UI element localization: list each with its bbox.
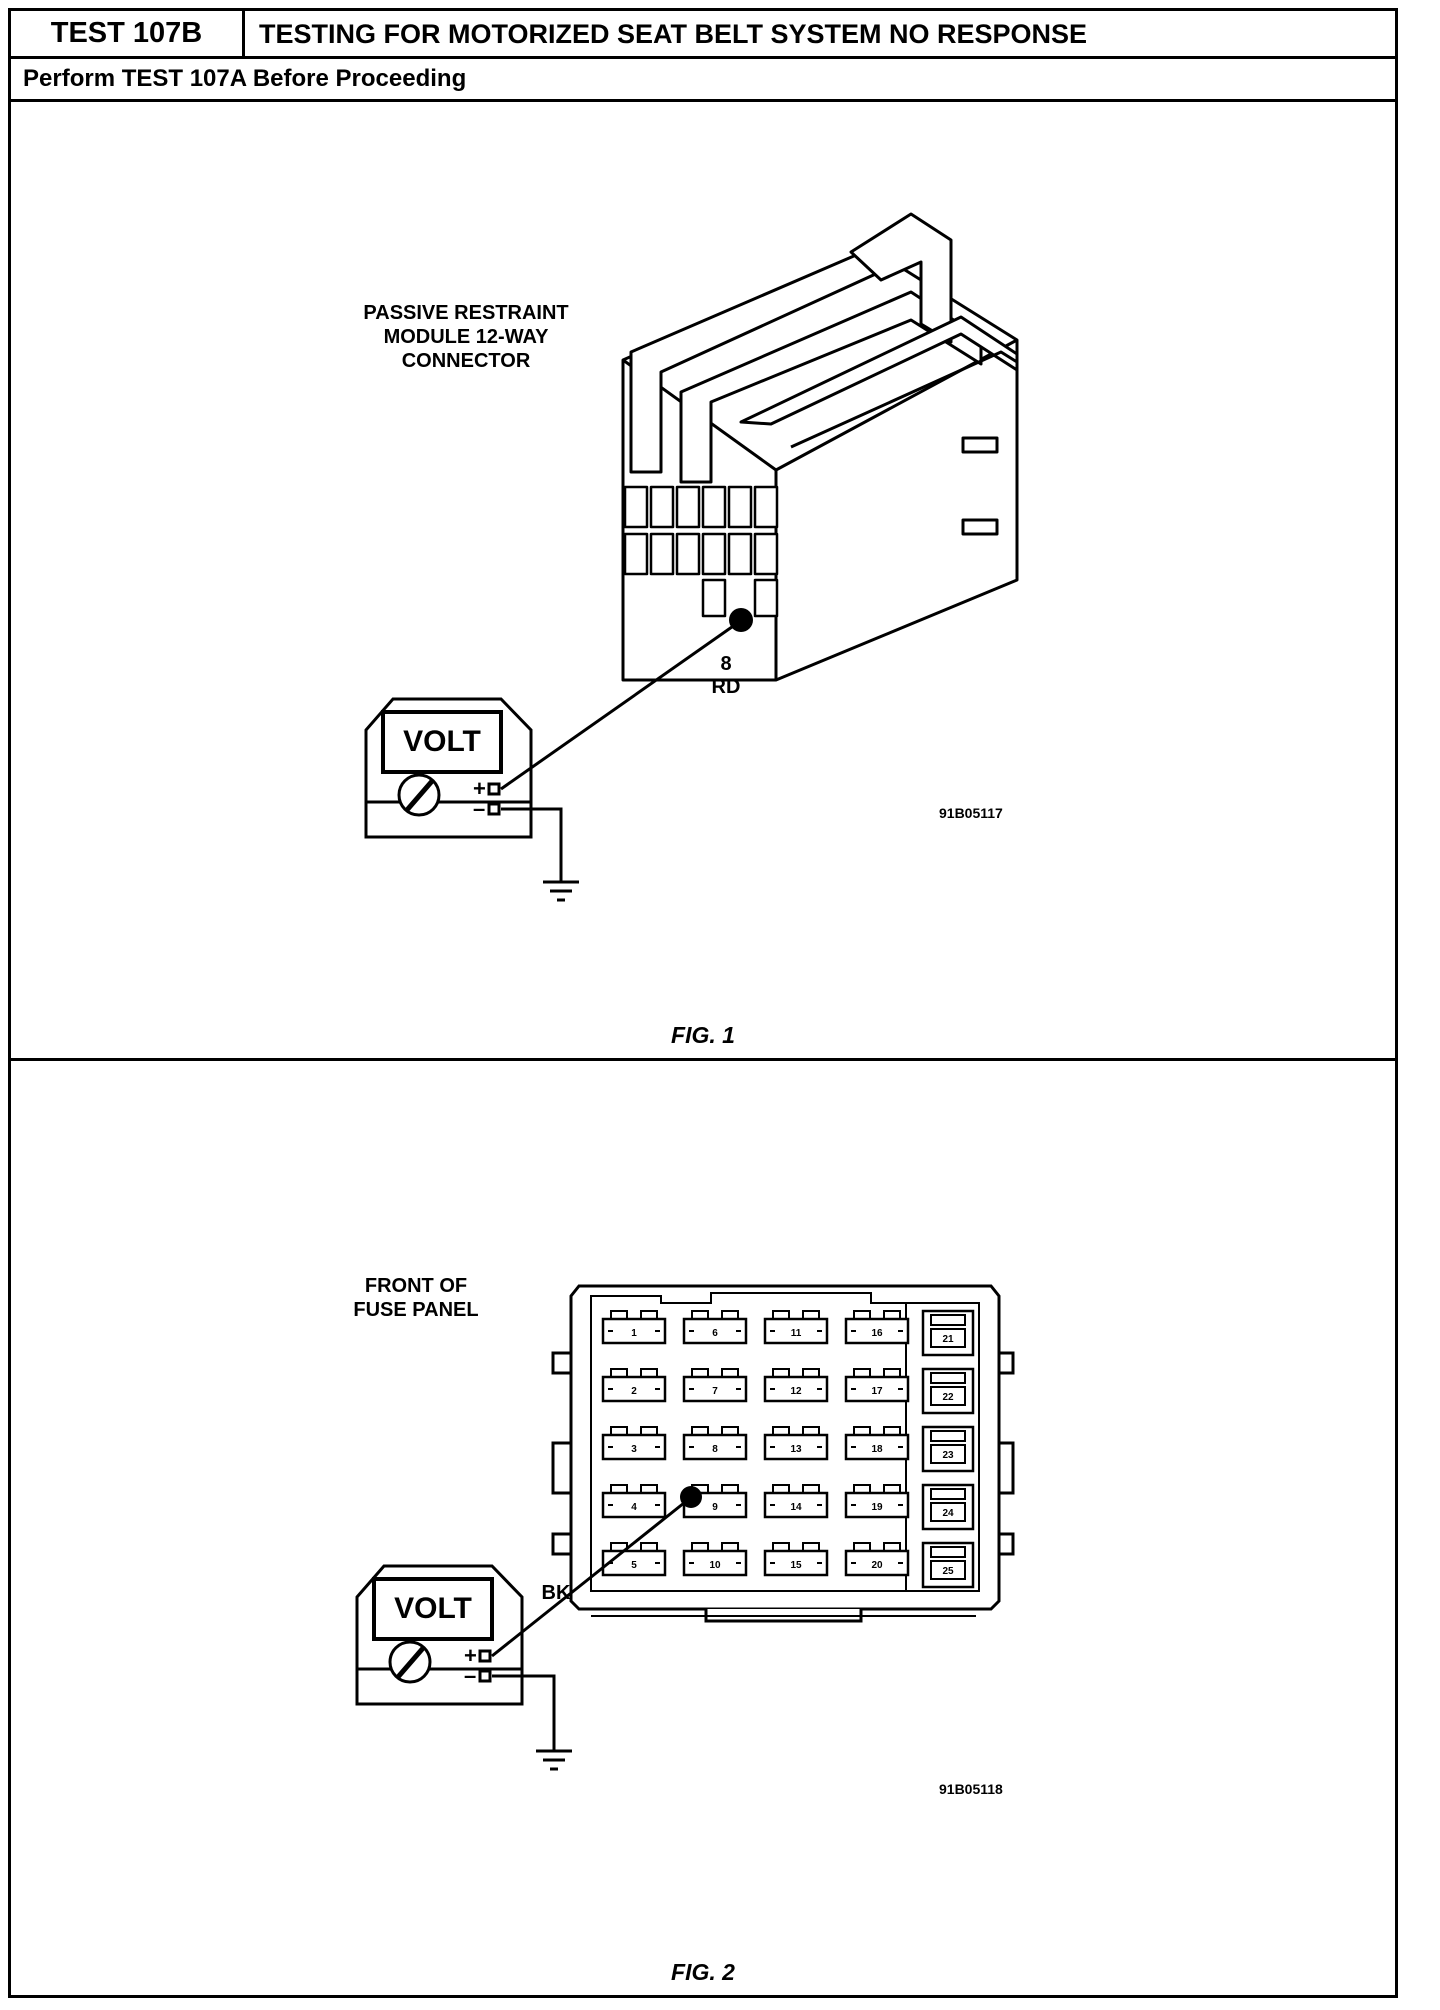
relay-slot-21: 21 (921, 1309, 975, 1357)
connector-label: PASSIVE RESTRAINT MODULE 12-WAY CONNECTO… (363, 302, 569, 372)
figure-1-caption: FIG. 1 (671, 1022, 735, 1048)
fuse-slot-15: 15 (763, 1542, 829, 1577)
fuse-panel-label: FRONT OF FUSE PANEL (353, 1275, 479, 1321)
relay-number-21: 21 (942, 1334, 954, 1345)
voltmeter-2-label: VOLT (394, 1592, 472, 1625)
fuse-number-13: 13 (790, 1444, 802, 1455)
test-sheet: TEST 107B TESTING FOR MOTORIZED SEAT BEL… (8, 8, 1398, 1998)
fuse-number-20: 20 (871, 1560, 883, 1571)
fuse-number-6: 6 (712, 1328, 718, 1339)
figure-code: 91B05117 (939, 805, 1003, 821)
test-title: TESTING FOR MOTORIZED SEAT BELT SYSTEM N… (259, 19, 1088, 49)
fuse-slot-3: 3 (601, 1426, 667, 1461)
fuse-number-10: 10 (709, 1560, 721, 1571)
figure-2-code: 91B05118 (939, 1781, 1003, 1797)
minus-terminal-label: – (473, 796, 485, 821)
plus-terminal-2-label: + (464, 1643, 477, 1668)
prerequisite-row: Perform TEST 107A Before Proceeding (11, 59, 1395, 102)
test-id: TEST 107B (11, 11, 245, 56)
relay-grid: 21 22 23 24 25 (921, 1309, 975, 1589)
header-row: TEST 107B TESTING FOR MOTORIZED SEAT BEL… (11, 11, 1395, 59)
fuse-slot-20: 20 (844, 1542, 910, 1577)
fuse-slot-16: 16 (844, 1310, 910, 1345)
fuse-number-9: 9 (712, 1502, 718, 1513)
connector-12-way (621, 212, 1019, 682)
plus-terminal-label: + (473, 776, 486, 801)
fuse-number-15: 15 (790, 1560, 802, 1571)
minus-terminal-2-label: – (464, 1663, 476, 1688)
fuse-slot-2: 2 (601, 1368, 667, 1403)
fuse-slot-5: 5 (601, 1542, 667, 1577)
fuse-slot-19: 19 (844, 1484, 910, 1519)
fuse-number-18: 18 (871, 1444, 883, 1455)
fuse-slot-6: 6 (682, 1310, 748, 1345)
fuse-slot-13: 13 (763, 1426, 829, 1461)
fuse-number-5: 5 (631, 1560, 637, 1571)
fuse-slot-14: 14 (763, 1484, 829, 1519)
fuse-slot-17: 17 (844, 1368, 910, 1403)
fuse-number-4: 4 (631, 1502, 637, 1513)
negative-lead (501, 807, 563, 882)
fuse-slot-11: 11 (763, 1310, 829, 1345)
fuse-slot-7: 7 (682, 1368, 748, 1403)
relay-slot-25: 25 (921, 1541, 975, 1589)
fuse-number-8: 8 (712, 1444, 718, 1455)
fuse-number-16: 16 (871, 1328, 883, 1339)
figure-2-caption: FIG. 2 (671, 1959, 735, 1985)
ground-symbol (543, 880, 579, 902)
pin-number-label: 8 (720, 653, 732, 675)
fuse-number-2: 2 (631, 1386, 637, 1397)
wire-color-bk-label: BK (541, 1582, 571, 1604)
fuse-number-11: 11 (791, 1328, 802, 1339)
fuse-number-3: 3 (631, 1444, 637, 1455)
prerequisite-note: Perform TEST 107A Before Proceeding (23, 65, 467, 92)
fuse-number-19: 19 (871, 1502, 883, 1513)
voltmeter-2 (355, 1564, 524, 1706)
fuse-slot-12: 12 (763, 1368, 829, 1403)
fuse-slot-4: 4 (601, 1484, 667, 1519)
figure-1-panel: PASSIVE RESTRAINT MODULE 12-WAY CONNECTO… (11, 102, 1395, 1061)
fuse-slot-8: 8 (682, 1426, 748, 1461)
wire-color-label: RD (711, 676, 741, 698)
fuse-number-1: 1 (631, 1328, 637, 1339)
positive-lead (500, 620, 740, 791)
relay-slot-22: 22 (921, 1367, 975, 1415)
relay-number-24: 24 (942, 1508, 954, 1519)
positive-lead-2 (491, 1497, 690, 1658)
relay-number-25: 25 (942, 1566, 954, 1577)
fuse-slot-18: 18 (844, 1426, 910, 1461)
probe-point-pin-8 (729, 608, 753, 632)
fuse-number-17: 17 (871, 1386, 883, 1397)
negative-lead-2 (492, 1674, 556, 1751)
voltmeter (364, 697, 533, 839)
ground-symbol-2 (536, 1749, 572, 1771)
relay-number-23: 23 (942, 1450, 954, 1461)
fuse-number-14: 14 (790, 1502, 802, 1513)
fuse-number-7: 7 (712, 1386, 718, 1397)
relay-number-22: 22 (942, 1392, 954, 1403)
fuse-number-12: 12 (790, 1386, 802, 1397)
voltmeter-label: VOLT (403, 725, 481, 758)
relay-slot-23: 23 (921, 1425, 975, 1473)
relay-slot-24: 24 (921, 1483, 975, 1531)
fuse-slot-10: 10 (682, 1542, 748, 1577)
figure-1-drawing: VOLT + – (364, 212, 1019, 902)
fuse-slot-1: 1 (601, 1310, 667, 1345)
